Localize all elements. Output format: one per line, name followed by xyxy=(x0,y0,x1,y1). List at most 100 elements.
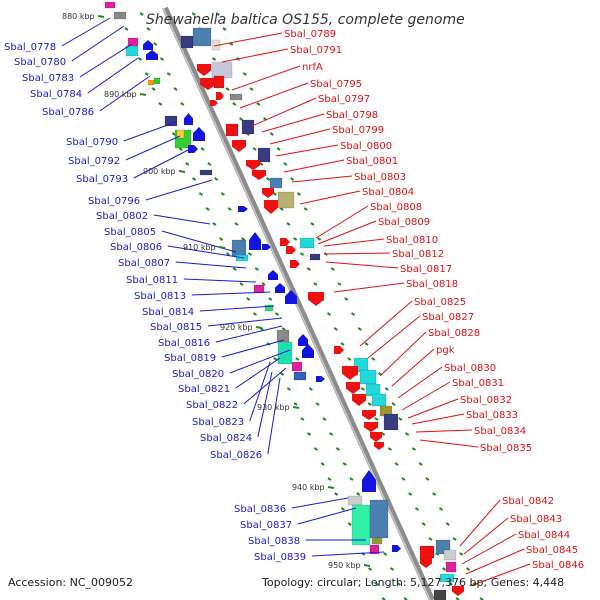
leader-line xyxy=(323,252,391,255)
tick-mark xyxy=(337,282,342,286)
tick-mark xyxy=(280,372,285,376)
tick-mark xyxy=(307,432,312,436)
gene-block xyxy=(257,147,271,163)
leader-line xyxy=(79,43,133,78)
tick-mark xyxy=(465,567,471,571)
gene-label-right: Sbal_0801 xyxy=(346,156,398,167)
leader-line xyxy=(257,371,273,438)
gene-block xyxy=(369,499,389,539)
gene-block xyxy=(211,61,233,79)
gene-label-left: Sbal_0816 xyxy=(158,338,210,349)
gene-label-right: Sbal_0832 xyxy=(460,395,512,406)
left-gene-labels: Sbal_0778Sbal_0780Sbal_0783Sbal_0784Sbal… xyxy=(4,42,306,563)
leader-line xyxy=(231,65,301,91)
leader-line xyxy=(315,205,369,239)
leader-line xyxy=(275,144,339,157)
gene-block xyxy=(153,77,161,85)
gene-block xyxy=(277,191,295,209)
gene-arrow xyxy=(262,244,271,250)
tick-mark xyxy=(256,102,261,106)
gene-label-right: Sbal_0818 xyxy=(406,279,458,290)
kbp-tick xyxy=(292,406,300,409)
gene-arrow xyxy=(364,422,378,432)
leader-line xyxy=(249,361,271,422)
kbp-tick xyxy=(139,93,147,96)
leader-line xyxy=(283,159,345,173)
tick-mark xyxy=(414,507,420,511)
leader-line xyxy=(317,220,377,245)
leader-line xyxy=(145,179,213,201)
gene-label-left: Sbal_0813 xyxy=(134,291,186,302)
tick-mark xyxy=(225,87,230,91)
tick-mark xyxy=(389,567,395,571)
gene-arrow xyxy=(193,127,205,141)
leader-line xyxy=(125,135,181,161)
gene-label-right: Sbal_0833 xyxy=(466,410,518,421)
tick-mark xyxy=(286,222,291,226)
gene-label-right: Sbal_0810 xyxy=(386,235,438,246)
leader-line xyxy=(87,57,139,94)
gene-label-left: Sbal_0805 xyxy=(104,227,156,238)
tick-mark xyxy=(347,357,352,361)
gene-arrow xyxy=(143,40,153,50)
tick-mark xyxy=(384,387,389,391)
tick-mark xyxy=(396,582,401,586)
tick-mark xyxy=(334,492,339,496)
gene-block xyxy=(299,237,315,249)
tick-mark xyxy=(315,402,320,406)
gene-label-left: Sbal_0838 xyxy=(248,536,300,547)
gene-arrow xyxy=(280,238,290,246)
kbp-label: 930 kbp xyxy=(257,403,290,412)
leader-line xyxy=(323,238,385,247)
tick-mark xyxy=(293,402,298,406)
gene-block xyxy=(113,11,127,20)
kbp-tick xyxy=(218,246,226,249)
tick-mark xyxy=(200,147,205,151)
tick-mark xyxy=(310,222,315,226)
leader-line xyxy=(461,533,517,565)
tick-mark xyxy=(276,147,281,151)
kbp-tick xyxy=(327,486,335,489)
gene-label-left: Sbal_0815 xyxy=(150,322,202,333)
tick-mark xyxy=(340,507,346,511)
gene-label-right: Sbal_0830 xyxy=(444,363,496,374)
tick-mark xyxy=(225,252,231,256)
gene-arrow xyxy=(197,64,211,76)
tick-mark xyxy=(220,192,225,196)
leader-line xyxy=(183,278,257,283)
tick-mark xyxy=(205,207,210,211)
tick-mark xyxy=(356,492,361,496)
tick-mark xyxy=(219,237,224,241)
gene-block xyxy=(359,369,377,385)
leader-line xyxy=(267,377,281,455)
gene-label-right: nrfA xyxy=(302,62,323,73)
gene-block xyxy=(241,119,255,135)
tick-mark xyxy=(198,192,203,196)
tick-mark xyxy=(374,417,379,421)
leader-line xyxy=(397,366,443,399)
gene-arrow xyxy=(298,334,308,346)
tick-mark xyxy=(146,27,151,31)
tick-mark xyxy=(335,447,340,451)
gene-label-left: Sbal_0792 xyxy=(68,156,120,167)
tick-mark xyxy=(191,12,196,16)
leader-line xyxy=(191,291,271,296)
tick-mark xyxy=(408,492,413,496)
tick-mark xyxy=(441,567,447,571)
leader-line xyxy=(221,48,289,63)
kbp-tick xyxy=(178,170,186,173)
tick-mark xyxy=(166,72,171,76)
gene-label-left: Sbal_0836 xyxy=(234,504,286,515)
leader-line xyxy=(291,497,349,509)
gene-arrow xyxy=(210,100,218,106)
tick-mark xyxy=(411,447,416,451)
gene-block xyxy=(199,169,213,176)
tick-mark xyxy=(254,267,259,271)
gene-block xyxy=(104,1,116,9)
tick-mark xyxy=(252,147,257,151)
tick-mark xyxy=(383,552,388,556)
kbp-label: 940 kbp xyxy=(292,483,325,492)
gene-block xyxy=(231,239,247,257)
tick-mark xyxy=(299,252,305,256)
tick-mark xyxy=(394,462,399,466)
